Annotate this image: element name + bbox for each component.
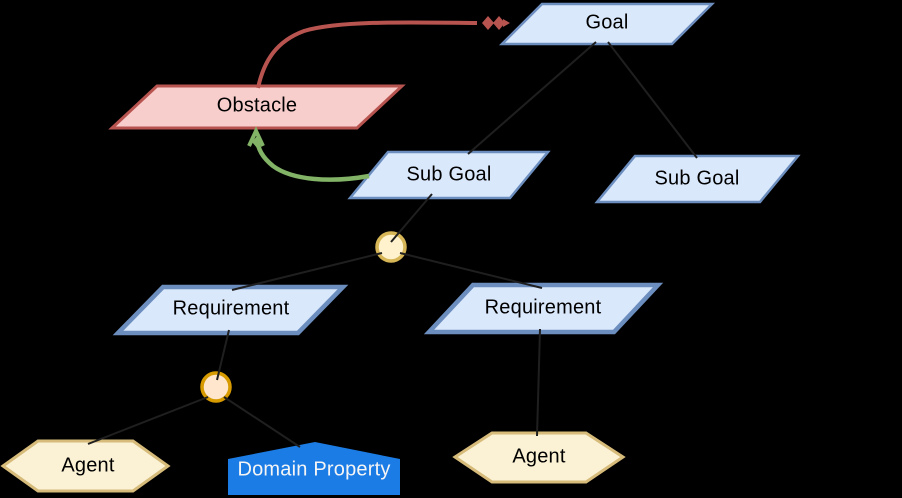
agent-right-node[interactable] <box>452 431 626 484</box>
agent-left-node[interactable] <box>0 439 171 493</box>
obstacle-node[interactable] <box>108 84 406 130</box>
junction-lower-node[interactable] <box>200 371 232 403</box>
resolution-link <box>247 126 370 182</box>
subgoal-right-label: Sub Goal <box>654 167 740 190</box>
subgoal-left-node[interactable] <box>347 150 551 200</box>
requirement-right-node[interactable] <box>423 282 664 335</box>
obstruction-link <box>256 16 510 89</box>
requirement-left-label: Requirement <box>172 297 290 320</box>
resolution-diamond <box>252 136 262 148</box>
junction-upper-node[interactable] <box>375 231 407 263</box>
requirement-right-label: Requirement <box>484 296 602 319</box>
refinement-links <box>87 41 698 448</box>
agent-left-label: Agent <box>61 454 115 477</box>
goal-node[interactable] <box>498 2 716 46</box>
obstruction-diamond-2 <box>493 16 505 30</box>
obstruction-arrow-tip <box>503 19 510 27</box>
subgoal-right-node[interactable] <box>594 154 801 204</box>
requirement-left-node[interactable] <box>112 284 349 336</box>
subgoal-left-label: Sub Goal <box>406 163 492 186</box>
agent-right-label: Agent <box>512 445 566 468</box>
domain-property-node[interactable] <box>228 442 400 495</box>
goal-label: Goal <box>585 11 629 34</box>
domain-property-label: Domain Property <box>237 458 391 481</box>
obstruction-diamond-1 <box>482 16 494 30</box>
obstacle-label: Obstacle <box>216 94 298 117</box>
